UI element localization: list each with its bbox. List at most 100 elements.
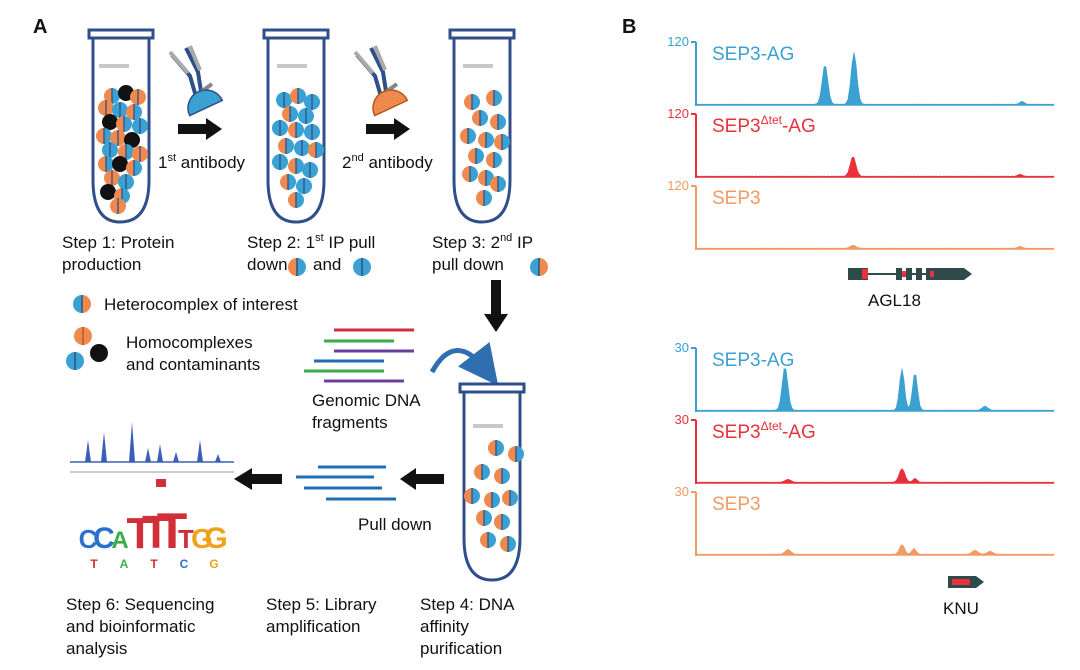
motif-letter: C [180,557,189,571]
complex-particle [110,130,126,146]
motif-letter: G [204,522,227,555]
step6-line2: and bioinformatic [66,617,196,636]
complex-particle [494,514,510,530]
complex-particle [102,142,118,158]
complex-particle [464,488,480,504]
gene-model-agl18-icon [848,268,972,280]
complex-particle [100,184,116,200]
arrow-down [484,280,508,332]
arrow-1 [178,118,222,140]
complex-particle [476,190,492,206]
complex-particle [98,100,114,116]
step2-line1: Step 2: 1st IP pull [247,232,375,252]
complex-particle [468,148,484,164]
step4-line1: Step 4: DNA [420,595,515,614]
complex-particle [282,106,298,122]
motif-letter: A [111,527,128,554]
track-signal [695,368,1055,412]
track-name: SEP3-AG [712,350,794,371]
complex-particle [110,198,126,214]
antibody-1-label: 1st antibody [158,152,246,172]
track-max-label: 30 [675,412,689,427]
complex-particle [508,446,524,462]
complex-particle [296,178,312,194]
step5-line2: amplification [266,617,361,636]
complex-particle [490,176,506,192]
gene-label-knu: KNU [943,599,979,618]
step6-line1: Step 6: Sequencing [66,595,214,614]
complex-particle [462,166,478,182]
motif-letter: C [93,522,115,555]
complex-particle [98,156,114,172]
track-max-label: 120 [667,178,689,193]
track-name: SEP3Δtet-AG [712,113,816,137]
motif-letter: T [178,524,194,554]
complex-particle [288,158,304,174]
track-name: SEP3 [712,188,761,209]
complex-particle [130,89,146,105]
motif-letter: T [157,503,188,559]
pull-down-label: Pull down [358,515,432,534]
step2-line2b: and [313,255,341,274]
complex-particle [298,108,314,124]
complex-particle [490,114,506,130]
complex-particle [474,464,490,480]
complex-particle [280,174,296,190]
motif-letter: T [150,557,158,571]
complex-particle [494,134,510,150]
legend-homo-line2: and contaminants [126,355,260,374]
complex-particle [304,94,320,110]
complex-particle [118,174,134,190]
complex-particle [102,114,118,130]
step3-line1: Step 3: 2nd IP [432,232,533,252]
track-max-label: 120 [667,106,689,121]
antibody-2-icon [353,45,409,117]
track-signal [695,467,1055,484]
pulled-down-dna-icon [296,465,396,501]
complex-particle [124,132,140,148]
complex-particle [486,90,502,106]
track-name: SEP3 [712,494,761,515]
complex-particle [132,118,148,134]
track-name: SEP3Δtet-AG [712,419,816,443]
panel-label-b: B [622,16,636,38]
motif-letter: T [90,557,98,571]
genomic-dna-fragments-icon [304,328,414,383]
complex-particle [464,94,480,110]
complex-particle [308,142,324,158]
complex-particle [272,120,288,136]
legend-hetero-icon [73,295,91,313]
step1-line2: production [62,255,141,274]
curved-arrow [429,341,499,386]
genomic-dna-line2: fragments [312,413,388,432]
complex-particle [488,440,504,456]
complex-particle [116,116,132,132]
track-max-label: 30 [675,484,689,499]
step5-line1: Step 5: Library [266,595,377,614]
complex-particle [480,532,496,548]
complex-particle [132,146,148,162]
track-max-label: 30 [675,340,689,355]
complex-particle [460,128,476,144]
complex-particle [272,154,288,170]
antibody-1-icon [168,45,224,117]
step2-line2a: down [247,255,288,274]
track-max-label: 120 [667,34,689,49]
step4-line2: affinity [420,617,469,636]
complex-particle [290,88,306,104]
gene-model-knu-icon [948,576,984,588]
legend-homo-icons [66,327,108,370]
complex-particle [304,124,320,140]
complex-particle [96,128,112,144]
gene-label-agl18: AGL18 [868,291,921,310]
complex-particle [302,162,318,178]
legend-hetero-label: Heterocomplex of interest [104,295,298,314]
complex-particle [112,102,128,118]
complex-particle [126,104,142,120]
step1-line1: Step 1: Protein [62,233,174,252]
complex-particle [288,122,304,138]
step2-homo-icon [353,258,371,276]
